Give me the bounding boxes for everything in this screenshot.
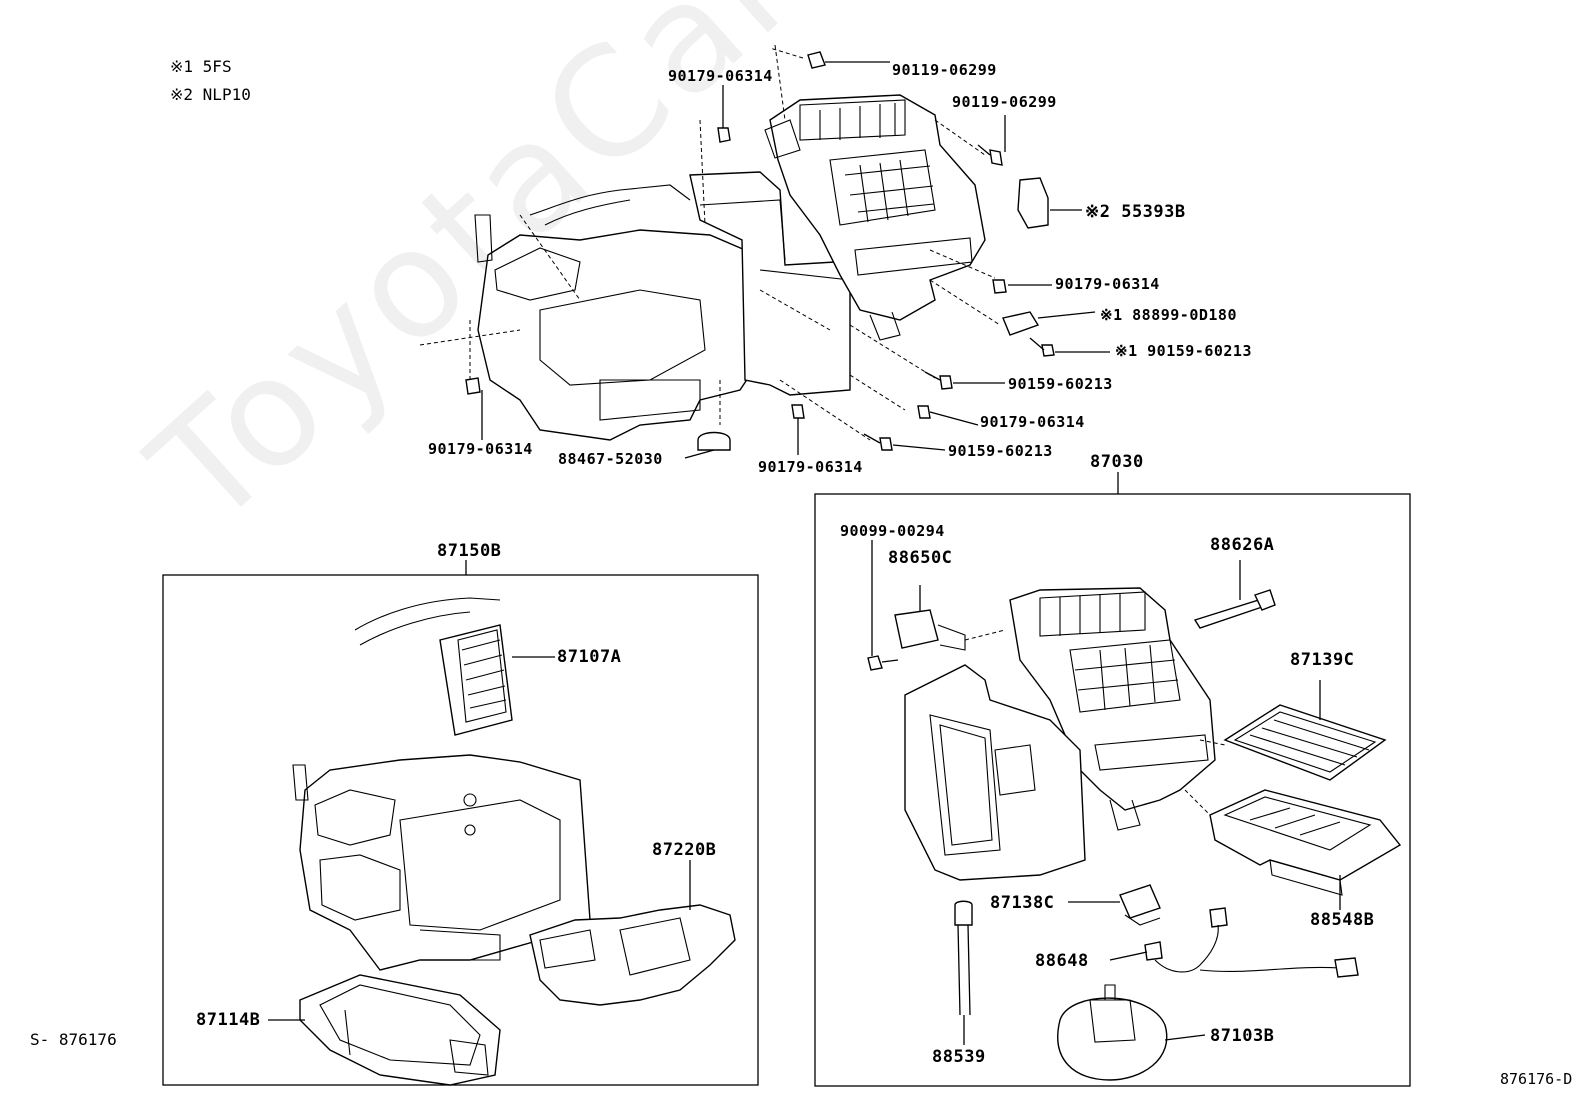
- blower-motor-87103b: [1057, 984, 1206, 1081]
- footer-right-code: 876176-D: [1500, 1070, 1573, 1088]
- label-90119-06299-b: 90119-06299: [952, 93, 1057, 111]
- rod-88539: [954, 900, 973, 1045]
- label-87138c: 87138C: [990, 893, 1055, 913]
- label-87139c: 87139C: [1290, 650, 1355, 670]
- blower-housing-frame: [904, 664, 1086, 881]
- label-88650c: 88650C: [888, 548, 953, 568]
- duct-87220b: [529, 860, 736, 1006]
- clamp-88626a: [1193, 560, 1276, 629]
- footer-left-code: S- 876176: [30, 1030, 117, 1049]
- legend-note-2: ※2 NLP10: [170, 85, 251, 104]
- label-88467-52030: 88467-52030: [558, 450, 663, 468]
- label-55393b: ※2 55393B: [1085, 202, 1186, 222]
- label-88626a: 88626A: [1210, 535, 1275, 555]
- label-90179-06314-d: 90179-06314: [428, 440, 533, 458]
- blower-unit-box: [814, 493, 1411, 1087]
- heater-core-87107a: [354, 597, 555, 736]
- top-dashed-leaders: [419, 44, 1001, 441]
- label-87030: 87030: [1090, 452, 1144, 472]
- label-90159-60213-b: 90159-60213: [1008, 375, 1113, 393]
- label-90159-60213-a: ※1 90159-60213: [1115, 342, 1252, 360]
- label-88648: 88648: [1035, 951, 1089, 971]
- harness-88648: [1109, 907, 1359, 978]
- filter-87139c: [1199, 680, 1387, 781]
- label-90179-06314-b: 90179-06314: [1055, 275, 1160, 293]
- label-88899-0d180: ※1 88899-0D180: [1100, 306, 1237, 324]
- label-87220b: 87220B: [652, 840, 717, 860]
- blower-case-87030: [1009, 587, 1216, 831]
- top-fasteners: [465, 51, 1055, 451]
- label-87150b: 87150B: [437, 541, 502, 561]
- top-heater-assembly: [474, 171, 851, 441]
- cover-87114b: [268, 974, 501, 1086]
- label-90159-60213-c: 90159-60213: [948, 442, 1053, 460]
- label-88548b: 88548B: [1310, 910, 1375, 930]
- label-90119-06299-a: 90119-06299: [892, 61, 997, 79]
- top-blower-case: [764, 94, 986, 341]
- label-87107a: 87107A: [557, 647, 622, 667]
- label-90179-06314-a: 90179-06314: [668, 67, 773, 85]
- label-90179-06314-e: 90179-06314: [758, 458, 863, 476]
- legend-note-1: ※1 5FS: [170, 57, 232, 76]
- connector-88650c: [894, 585, 1006, 651]
- filter-case-88548b: [1184, 789, 1402, 910]
- resistor-87138c: [1068, 884, 1161, 926]
- label-88539: 88539: [932, 1047, 986, 1067]
- label-87114b: 87114B: [196, 1010, 261, 1030]
- top-label-leaders: [481, 61, 1110, 459]
- heater-unit-box: [162, 574, 759, 1086]
- screw-90099-00294: [867, 540, 899, 671]
- label-90099-00294: 90099-00294: [840, 522, 945, 540]
- label-90179-06314-c: 90179-06314: [980, 413, 1085, 431]
- label-87103b: 87103B: [1210, 1026, 1275, 1046]
